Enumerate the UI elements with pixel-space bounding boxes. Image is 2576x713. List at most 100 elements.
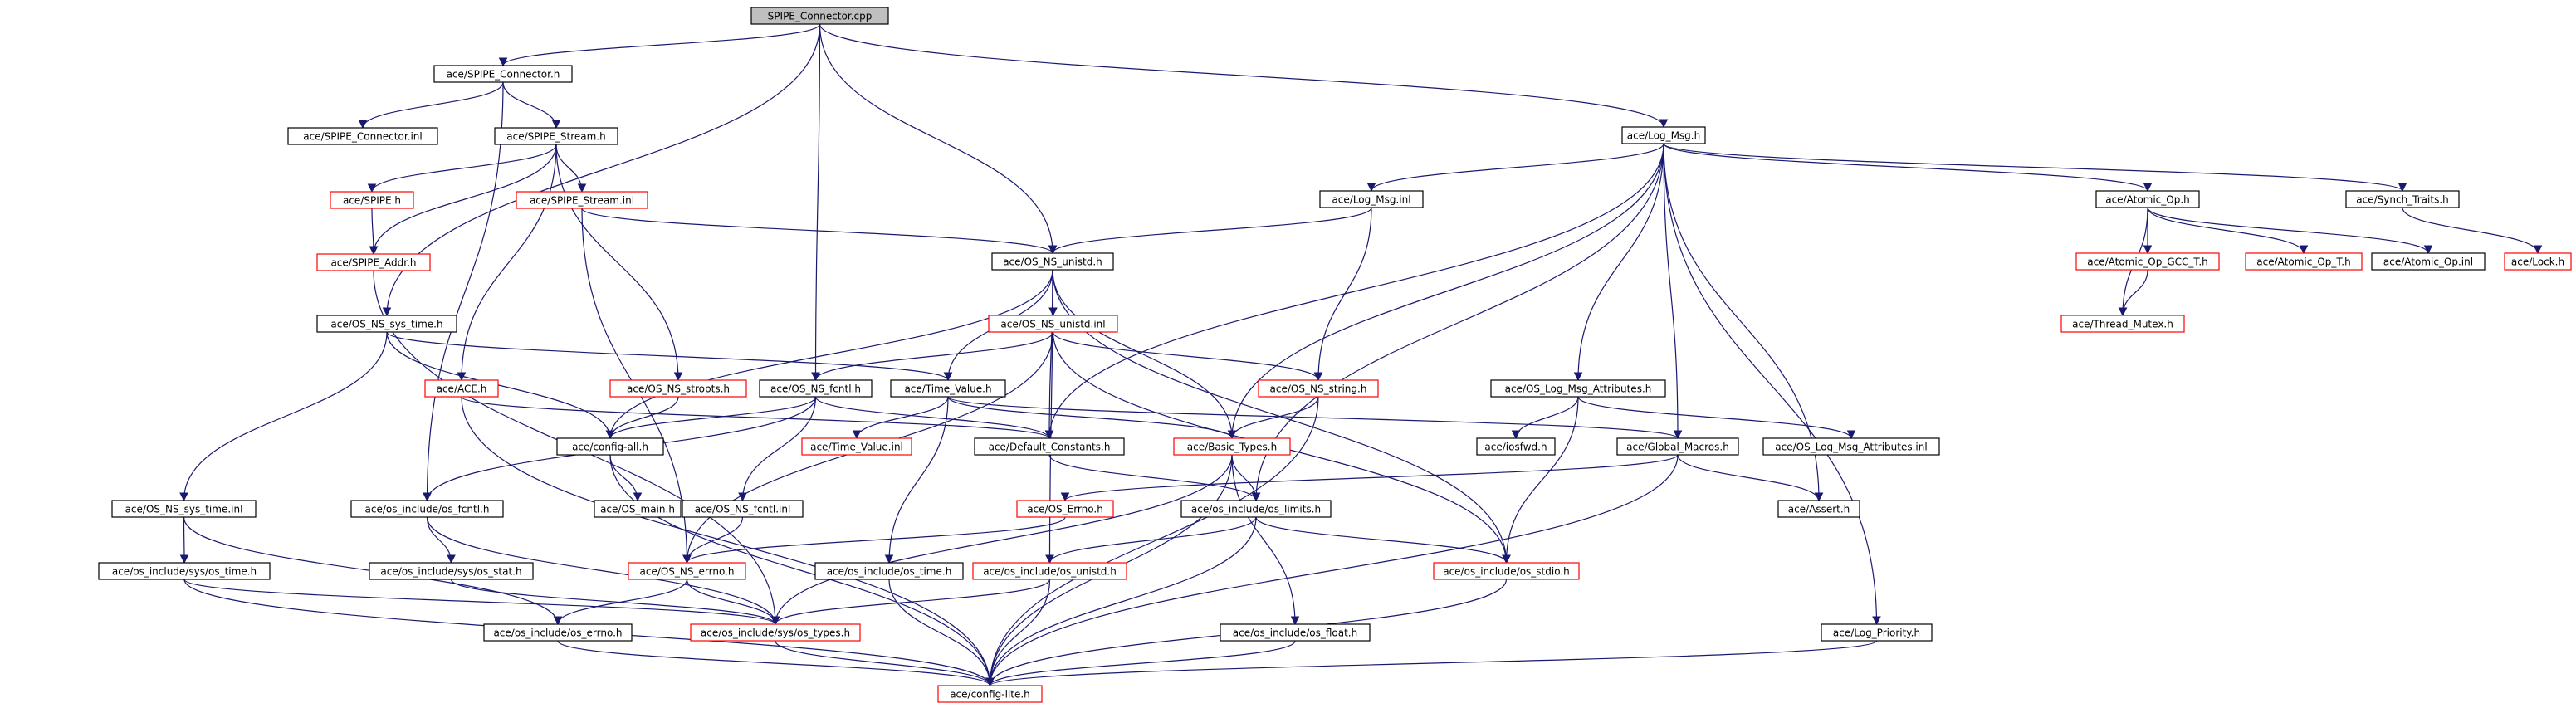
node-os-ns-unistd-inl[interactable]: ace/OS_NS_unistd.inl — [988, 315, 1118, 333]
node-spipe-addr-h[interactable]: ace/SPIPE_Addr.h — [316, 253, 431, 271]
node-spipe-connector-h[interactable]: ace/SPIPE_Connector.h — [433, 65, 573, 83]
edge-time_value_h-to-os_include_os_time_h — [884, 396, 949, 564]
node-log-msg-inl[interactable]: ace/Log_Msg.inl — [1319, 190, 1424, 208]
node-label: ace/Assert.h — [1788, 504, 1850, 515]
node-os-ns-sys-time-h[interactable]: ace/OS_NS_sys_time.h — [316, 315, 457, 333]
node-box — [330, 191, 414, 209]
node-config-all-h[interactable]: ace/config-all.h — [556, 437, 664, 456]
node-os-include-os-fcntl-h[interactable]: ace/os_include/os_fcntl.h — [350, 500, 504, 518]
node-default-constants-h[interactable]: ace/Default_Constants.h — [974, 437, 1125, 456]
edge-os_ns_sys_time_h-to-os_ns_sys_time_inl — [179, 331, 388, 502]
node-label: ace/Lock.h — [2511, 256, 2564, 268]
node-os-main-h[interactable]: ace/OS_main.h — [594, 500, 682, 518]
node-box — [111, 500, 257, 518]
node-os-ns-sys-time-inl[interactable]: ace/OS_NS_sys_time.inl — [111, 500, 257, 518]
node-time-value-inl[interactable]: ace/Time_Value.inl — [801, 437, 912, 456]
edge-spipe_h-to-spipe_addr_h — [369, 208, 379, 256]
node-spipe-stream-h[interactable]: ace/SPIPE_Stream.h — [494, 127, 618, 145]
edge-log_msg_h-to-log_priority_h — [1663, 143, 1881, 626]
node-atomic-op-inl[interactable]: ace/Atomic_Op.inl — [2371, 252, 2486, 271]
node-spipe-stream-inl[interactable]: ace/SPIPE_Stream.inl — [516, 191, 648, 209]
edge-log_priority_h-to-config_lite_h — [985, 640, 1878, 687]
edge-spipe_stream_h-to-spipe_addr_h — [369, 144, 557, 256]
node-os-ns-fcntl-inl[interactable]: ace/OS_NS_fcntl.inl — [682, 500, 804, 518]
node-lock-h[interactable]: ace/Lock.h — [2504, 252, 2572, 271]
node-spipe-h[interactable]: ace/SPIPE.h — [330, 191, 414, 209]
node-os-include-os-float-h[interactable]: ace/os_include/os_float.h — [1220, 623, 1371, 642]
node-os-include-sys-os-types-h[interactable]: ace/os_include/sys/os_types.h — [690, 623, 861, 642]
edge-root-to-os_ns_fcntl_h — [811, 23, 821, 382]
node-box — [1821, 623, 1933, 642]
node-os-include-sys-os-time-h[interactable]: ace/os_include/sys/os_time.h — [98, 562, 271, 580]
edge-atomic_op_h-to-atomic_op_t_h — [2147, 207, 2309, 255]
node-os-errno-h[interactable]: ace/OS_Errno.h — [1016, 500, 1114, 518]
node-os-ns-string-h[interactable]: ace/OS_NS_string.h — [1258, 379, 1379, 398]
edge-os_include_os_limits_h-to-os_include_os_stdio_h — [1255, 516, 1511, 564]
node-os-include-os-limits-h[interactable]: ace/os_include/os_limits.h — [1180, 500, 1332, 518]
edge-os_ns_errno_h-to-os_include_os_errno_h — [553, 579, 688, 626]
edge-log_msg_h-to-default_constants_h — [1044, 143, 1664, 440]
node-atomic-op-gcc-t-h[interactable]: ace/Atomic_Op_GCC_T.h — [2075, 252, 2220, 271]
node-os-ns-unistd-h[interactable]: ace/OS_NS_unistd.h — [991, 252, 1114, 271]
edge-spipe_stream_h-to-ace_h — [457, 144, 557, 382]
node-box — [690, 623, 861, 642]
node-ace-h[interactable]: ace/ACE.h — [424, 379, 499, 398]
node-atomic-op-t-h[interactable]: ace/Atomic_Op_T.h — [2245, 252, 2363, 271]
node-atomic-op-h[interactable]: ace/Atomic_Op.h — [2095, 190, 2200, 208]
node-root[interactable]: SPIPE_Connector.cpp — [750, 7, 889, 25]
node-os-log-msg-attributes-h[interactable]: ace/OS_Log_Msg_Attributes.h — [1490, 379, 1666, 398]
node-time-value-h[interactable]: ace/Time_Value.h — [890, 379, 1006, 398]
node-label: ace/SPIPE.h — [343, 195, 401, 207]
node-box — [2371, 252, 2486, 271]
node-os-include-sys-os-stat-h[interactable]: ace/os_include/sys/os_stat.h — [369, 562, 534, 580]
edge-os_ns_fcntl_inl-to-os_ns_errno_h — [682, 516, 744, 564]
node-box — [433, 65, 573, 83]
node-box — [890, 379, 1006, 398]
node-box — [1762, 437, 1940, 456]
node-synch-traits-h[interactable]: ace/Synch_Traits.h — [2345, 190, 2460, 208]
node-os-ns-errno-h[interactable]: ace/OS_NS_errno.h — [628, 562, 746, 580]
edge-os_ns_string_h-to-config_lite_h — [985, 396, 1319, 687]
node-box — [483, 623, 633, 642]
node-box — [1476, 437, 1556, 456]
node-os-ns-fcntl-h[interactable]: ace/OS_NS_fcntl.h — [759, 379, 873, 398]
node-config-lite-h[interactable]: ace/config-lite.h — [937, 685, 1043, 703]
node-thread-mutex-h[interactable]: ace/Thread_Mutex.h — [2060, 315, 2185, 333]
edge-os_include_os_unistd_h-to-config_lite_h — [985, 579, 1051, 687]
node-os-log-msg-attributes-inl[interactable]: ace/OS_Log_Msg_Attributes.inl — [1762, 437, 1940, 456]
node-os-include-os-stdio-h[interactable]: ace/os_include/os_stdio.h — [1433, 562, 1580, 580]
node-label: ace/OS_NS_fcntl.inl — [695, 504, 791, 515]
node-log-msg-h[interactable]: ace/Log_Msg.h — [1621, 126, 1706, 144]
node-os-include-os-unistd-h[interactable]: ace/os_include/os_unistd.h — [972, 562, 1127, 580]
node-label: ace/SPIPE_Connector.h — [447, 69, 560, 81]
node-label: ace/os_include/os_float.h — [1233, 628, 1357, 639]
node-box — [972, 562, 1127, 580]
node-label: ace/os_include/sys/os_types.h — [701, 628, 850, 639]
nodes-layer: SPIPE_Connector.cpp ace/SPIPE_Connector.h… — [98, 7, 2572, 703]
node-iosfwd-h[interactable]: ace/iosfwd.h — [1476, 437, 1556, 456]
node-os-include-os-time-h[interactable]: ace/os_include/os_time.h — [814, 562, 964, 580]
node-os-ns-stropts-h[interactable]: ace/OS_NS_stropts.h — [609, 379, 747, 398]
edge-os_include_sys_os_types_h-to-config_lite_h — [775, 640, 995, 687]
edge-os_ns_sys_time_inl-to-os_include_sys_os_time_h — [179, 516, 189, 564]
node-label: ace/OS_Errno.h — [1027, 504, 1103, 515]
edge-os_include_os_fcntl_h-to-os_include_sys_os_stat_h — [426, 516, 456, 564]
node-assert-h[interactable]: ace/Assert.h — [1777, 500, 1860, 518]
edge-os_include_os_limits_h-to-os_include_os_unistd_h — [1045, 516, 1257, 564]
edge-spipe_stream_h-to-spipe_stream_inl — [555, 144, 587, 193]
node-os-include-os-errno-h[interactable]: ace/os_include/os_errno.h — [483, 623, 633, 642]
node-label: ace/OS_Log_Msg_Attributes.h — [1505, 383, 1652, 395]
edge-global_macros_h-to-assert_h — [1677, 454, 1824, 502]
node-box — [1433, 562, 1580, 580]
edge-global_macros_h-to-config_lite_h — [985, 454, 1679, 687]
edge-root-to-log_msg_h — [819, 23, 1669, 129]
edge-atomic_op_h-to-atomic_op_inl — [2147, 207, 2433, 255]
node-spipe-connector-inl[interactable]: ace/SPIPE_Connector.inl — [287, 127, 438, 145]
node-label: ace/Atomic_Op_GCC_T.h — [2087, 256, 2208, 268]
node-log-priority-h[interactable]: ace/Log_Priority.h — [1821, 623, 1933, 642]
node-box — [287, 127, 438, 145]
edge-log_msg_h-to-os_log_msg_attributes_h — [1573, 143, 1664, 382]
node-global-macros-h[interactable]: ace/Global_Macros.h — [1616, 437, 1739, 456]
node-basic-types-h[interactable]: ace/Basic_Types.h — [1173, 437, 1291, 456]
node-box — [1258, 379, 1379, 398]
